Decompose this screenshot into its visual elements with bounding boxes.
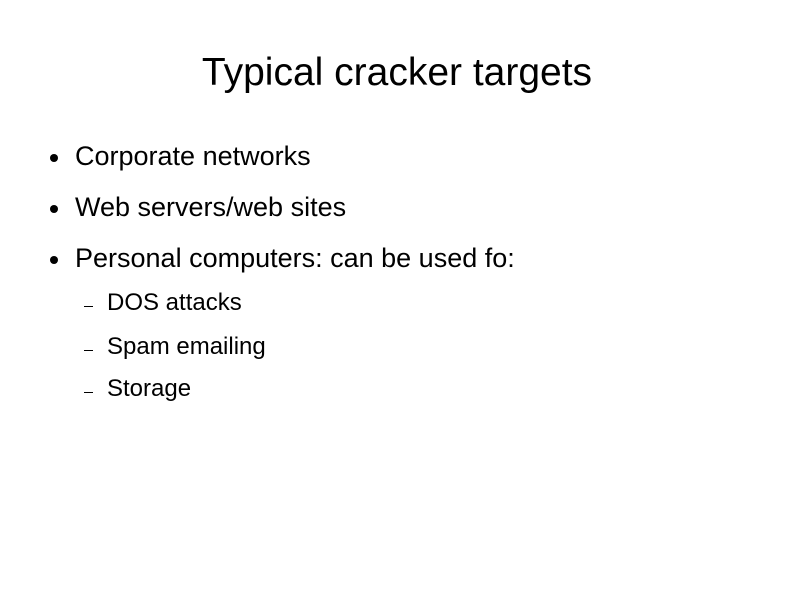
bullet-label: Corporate networks — [75, 141, 311, 171]
bullet-dot-icon — [50, 154, 58, 162]
bullet-label: Web servers/web sites — [75, 192, 347, 222]
dash-bullet-icon — [84, 350, 93, 351]
dash-bullet-icon — [84, 392, 93, 393]
sub-bullet-label: Spam emailing — [107, 333, 266, 360]
sub-bullet-label: Storage — [107, 375, 192, 402]
dash-bullet-icon — [84, 306, 93, 307]
bullet-label: Personal computers: can be used fo: — [75, 243, 515, 273]
slide-title: Typical cracker targets — [201, 51, 593, 94]
bullet-dot-icon — [50, 256, 58, 264]
bullet-dot-icon — [50, 205, 58, 213]
sub-bullet-label: DOS attacks — [107, 289, 242, 316]
